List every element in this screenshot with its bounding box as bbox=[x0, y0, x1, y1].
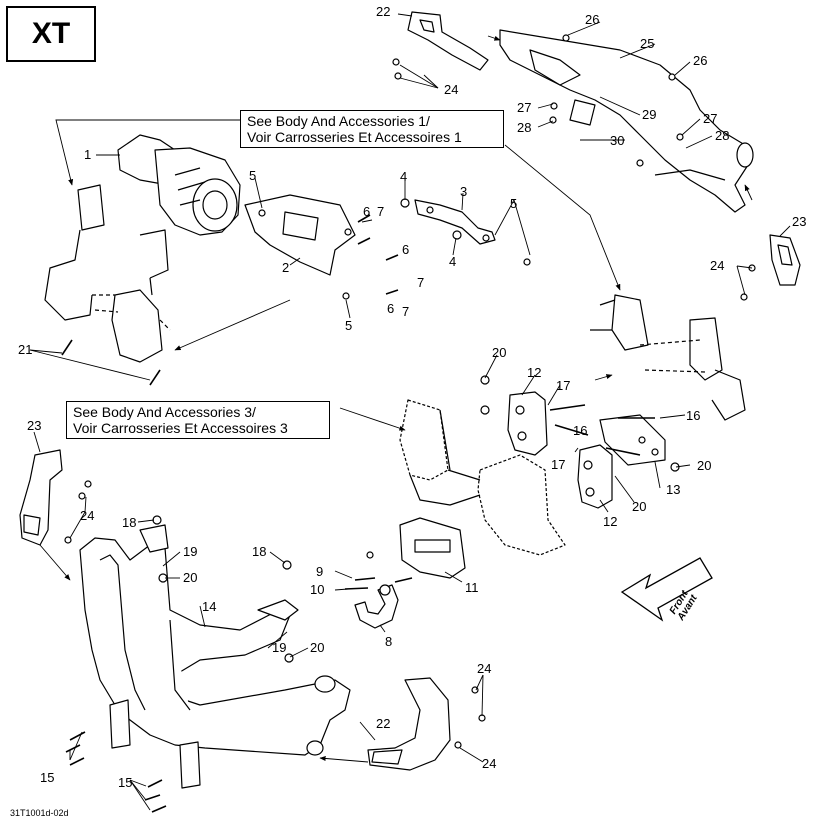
callout-number: 22 bbox=[376, 716, 390, 731]
winch-guide-part bbox=[399, 517, 466, 579]
mount-bracket-12a bbox=[507, 391, 548, 456]
callout-number: 3 bbox=[460, 184, 467, 199]
callout-number: 25 bbox=[640, 36, 654, 51]
callout-number: 16 bbox=[573, 423, 587, 438]
model-badge: XT bbox=[6, 6, 96, 62]
callout-number: 20 bbox=[492, 345, 506, 360]
callout-number: 24 bbox=[444, 82, 458, 97]
callout-number: 6 bbox=[402, 242, 409, 257]
callout-number: 5 bbox=[345, 318, 352, 333]
callout-number: 21 bbox=[18, 342, 32, 357]
callout-number: 17 bbox=[556, 378, 570, 393]
callout-number: 4 bbox=[449, 254, 456, 269]
callout-number: 12 bbox=[527, 365, 541, 380]
callout-number: 23 bbox=[27, 418, 41, 433]
winch-plate-part bbox=[244, 194, 356, 276]
callout-number: 26 bbox=[693, 53, 707, 68]
callout-number: 15 bbox=[40, 770, 54, 785]
hook-part bbox=[354, 584, 399, 629]
reference-line-2: Voir Carrosseries Et Accessoires 1 bbox=[247, 129, 462, 145]
callout-number: 16 bbox=[686, 408, 700, 423]
callout-number: 28 bbox=[517, 120, 531, 135]
bolts bbox=[61, 214, 655, 813]
callout-number: 23 bbox=[792, 214, 806, 229]
callout-number: 30 bbox=[610, 133, 624, 148]
frame-upper-left bbox=[44, 184, 171, 363]
callout-number: 1 bbox=[84, 147, 91, 162]
document-code: 31T1001d-02d bbox=[10, 808, 69, 818]
callout-number: 17 bbox=[551, 457, 565, 472]
reference-box-body-accessories-3: See Body And Accessories 3/ Voir Carross… bbox=[66, 401, 330, 439]
bracket-right-part bbox=[769, 234, 801, 286]
handle-top-part bbox=[407, 11, 489, 71]
callout-number: 20 bbox=[697, 458, 711, 473]
plate-13-part bbox=[599, 414, 666, 466]
callout-number: 22 bbox=[376, 4, 390, 19]
reference-box-body-accessories-1: See Body And Accessories 1/ Voir Carross… bbox=[240, 110, 504, 148]
reference-line-1: See Body And Accessories 1/ bbox=[247, 113, 430, 129]
callout-number: 20 bbox=[310, 640, 324, 655]
callout-number: 5 bbox=[510, 196, 517, 211]
callout-number: 11 bbox=[465, 580, 479, 595]
handle-bottom-part bbox=[367, 677, 451, 771]
callout-number: 20 bbox=[632, 499, 646, 514]
callout-number: 6 bbox=[387, 301, 394, 316]
frame-right bbox=[590, 294, 746, 421]
callout-number: 24 bbox=[80, 508, 94, 523]
bracket-part bbox=[414, 199, 496, 245]
callout-number: 6 bbox=[363, 204, 370, 219]
callout-number: 18 bbox=[122, 515, 136, 530]
bumper-rear-upper-part bbox=[499, 29, 754, 213]
callout-number: 12 bbox=[603, 514, 617, 529]
callout-number: 8 bbox=[385, 634, 392, 649]
callout-number: 4 bbox=[400, 169, 407, 184]
callout-number: 19 bbox=[183, 544, 197, 559]
callout-number: 14 bbox=[202, 599, 216, 614]
callout-number: 24 bbox=[482, 756, 496, 771]
mount-bracket-12b bbox=[577, 444, 613, 509]
callout-number: 7 bbox=[377, 204, 384, 219]
callout-number: 5 bbox=[249, 168, 256, 183]
callout-number: 13 bbox=[666, 482, 680, 497]
callout-number: 2 bbox=[282, 260, 289, 275]
callout-number: 7 bbox=[402, 304, 409, 319]
callout-number: 18 bbox=[252, 544, 266, 559]
callout-number: 26 bbox=[585, 12, 599, 27]
callout-number: 27 bbox=[703, 111, 717, 126]
callout-number: 15 bbox=[118, 775, 132, 790]
callout-number: 10 bbox=[310, 582, 324, 597]
callout-number: 9 bbox=[316, 564, 323, 579]
callout-number: 27 bbox=[517, 100, 531, 115]
frame-front-center bbox=[399, 399, 566, 556]
callout-number: 24 bbox=[710, 258, 724, 273]
front-direction-arrow bbox=[620, 557, 713, 622]
reference-line-1: See Body And Accessories 3/ bbox=[73, 404, 256, 420]
callout-numbers: 22 26 25 26 24 27 28 29 27 28 30 23 24 1… bbox=[18, 4, 806, 790]
callout-number: 7 bbox=[417, 275, 424, 290]
winch-part bbox=[117, 134, 241, 236]
callout-number: 29 bbox=[642, 107, 656, 122]
reference-line-2: Voir Carrosseries Et Accessoires 3 bbox=[73, 420, 288, 436]
bracket-left-part bbox=[19, 449, 63, 546]
callout-number: 19 bbox=[272, 640, 286, 655]
callout-number: 28 bbox=[715, 128, 729, 143]
bumper-front-part bbox=[79, 524, 351, 789]
callout-number: 20 bbox=[183, 570, 197, 585]
callout-number: 24 bbox=[477, 661, 491, 676]
